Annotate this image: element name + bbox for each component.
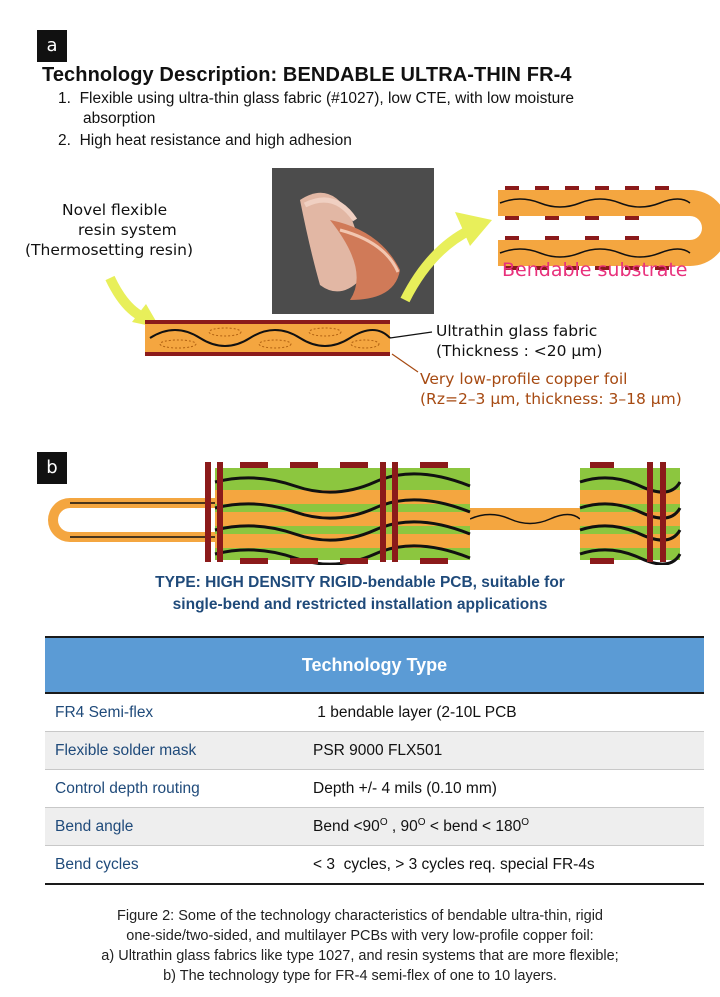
- copper-foil-label-line2: (Rz=2–3 μm, thickness: 3–18 μm): [420, 390, 682, 408]
- resin-label-line2: resin system: [78, 221, 177, 239]
- glass-fabric-label-line1: Ultrathin glass fabric: [436, 322, 598, 340]
- list-text: Flexible using ultra-thin glass fabric (…: [79, 90, 575, 107]
- table-row: Bend cycles < 3 cycles, > 3 cycles req. …: [45, 845, 704, 885]
- row-value: PSR 9000 FLX501: [313, 731, 704, 770]
- bend-angle-part: Bend <90: [313, 818, 380, 836]
- table-row: FR4 Semi-flex 1 bendable layer (2-10L PC…: [45, 693, 704, 732]
- degree-sup: O: [379, 816, 388, 828]
- table-row: Bend angle Bend <90O , 90O < bend < 180O: [45, 807, 704, 846]
- resin-label-line3: (Thermosetting resin): [25, 241, 194, 259]
- bend-angle-part: , 90: [387, 818, 418, 836]
- caption-line: b) The technology type for FR-4 semi-fle…: [163, 968, 557, 984]
- arrow-to-bendable: [400, 212, 492, 303]
- row-label: Control depth routing: [45, 769, 313, 808]
- list-number: 1.: [58, 90, 71, 107]
- flat-substrate: [145, 320, 391, 356]
- list-text: High heat resistance and high adhesion: [79, 132, 352, 149]
- row-value: < 3 cycles, > 3 cycles req. special FR-4…: [313, 845, 704, 885]
- row-label: Bend cycles: [45, 845, 313, 885]
- caption-line: Figure 2: Some of the technology charact…: [116, 908, 603, 924]
- row-label: FR4 Semi-flex: [45, 693, 313, 732]
- resin-label-line1: Novel flexible: [62, 201, 168, 219]
- glass-fabric-label-line2: (Thickness : <20 μm): [436, 342, 603, 360]
- panel-a-label: a: [37, 30, 67, 62]
- list-item-1-cont: absorption: [83, 110, 156, 127]
- panel-a-diagram: [105, 168, 720, 373]
- rigid-section-right: [579, 462, 682, 565]
- caption-line: a) Ultrathin glass fabrics like type 102…: [101, 948, 619, 964]
- panel-a-title: Technology Description: BENDABLE ULTRA-T…: [42, 64, 572, 86]
- caption-line: one-side/two-sided, and multilayer PCBs …: [126, 928, 594, 944]
- list-item-2: 2. High heat resistance and high adhesio…: [58, 131, 352, 151]
- table-header: Technology Type: [45, 636, 704, 694]
- rigid-section-left: [205, 462, 471, 565]
- substrate-photo: [272, 168, 434, 314]
- bendable-substrate-label: Bendable substrate: [502, 259, 688, 281]
- technology-type-table: Technology Type FR4 Semi-flex 1 bendable…: [45, 636, 704, 885]
- table-row: Control depth routing Depth +/- 4 mils (…: [45, 769, 704, 808]
- row-value: Depth +/- 4 mils (0.10 mm): [313, 769, 704, 808]
- row-label: Bend angle: [45, 807, 313, 846]
- copper-foil-label-line1: Very low-profile copper foil: [420, 370, 628, 388]
- bent-substrate: [498, 186, 720, 270]
- degree-sup: O: [417, 816, 426, 828]
- rigid-bendable-pcb-diagram: [48, 462, 682, 565]
- row-label: Flexible solder mask: [45, 731, 313, 770]
- table-row: Flexible solder mask PSR 9000 FLX501: [45, 731, 704, 770]
- type-description-line1: TYPE: HIGH DENSITY RIGID-bendable PCB, s…: [155, 574, 565, 591]
- type-description-line2: single-bend and restricted installation …: [172, 596, 548, 613]
- figure-caption: Figure 2: Some of the technology charact…: [0, 906, 720, 986]
- list-item-1: 1. Flexible using ultra-thin glass fabri…: [58, 89, 574, 109]
- bend-angle-part: < bend < 180: [425, 818, 522, 836]
- list-number: 2.: [58, 132, 71, 149]
- panel-b-label: b: [37, 452, 67, 484]
- row-value: 1 bendable layer (2-10L PCB: [313, 693, 704, 732]
- degree-sup: O: [521, 816, 529, 828]
- row-value: Bend <90O , 90O < bend < 180O: [313, 807, 704, 846]
